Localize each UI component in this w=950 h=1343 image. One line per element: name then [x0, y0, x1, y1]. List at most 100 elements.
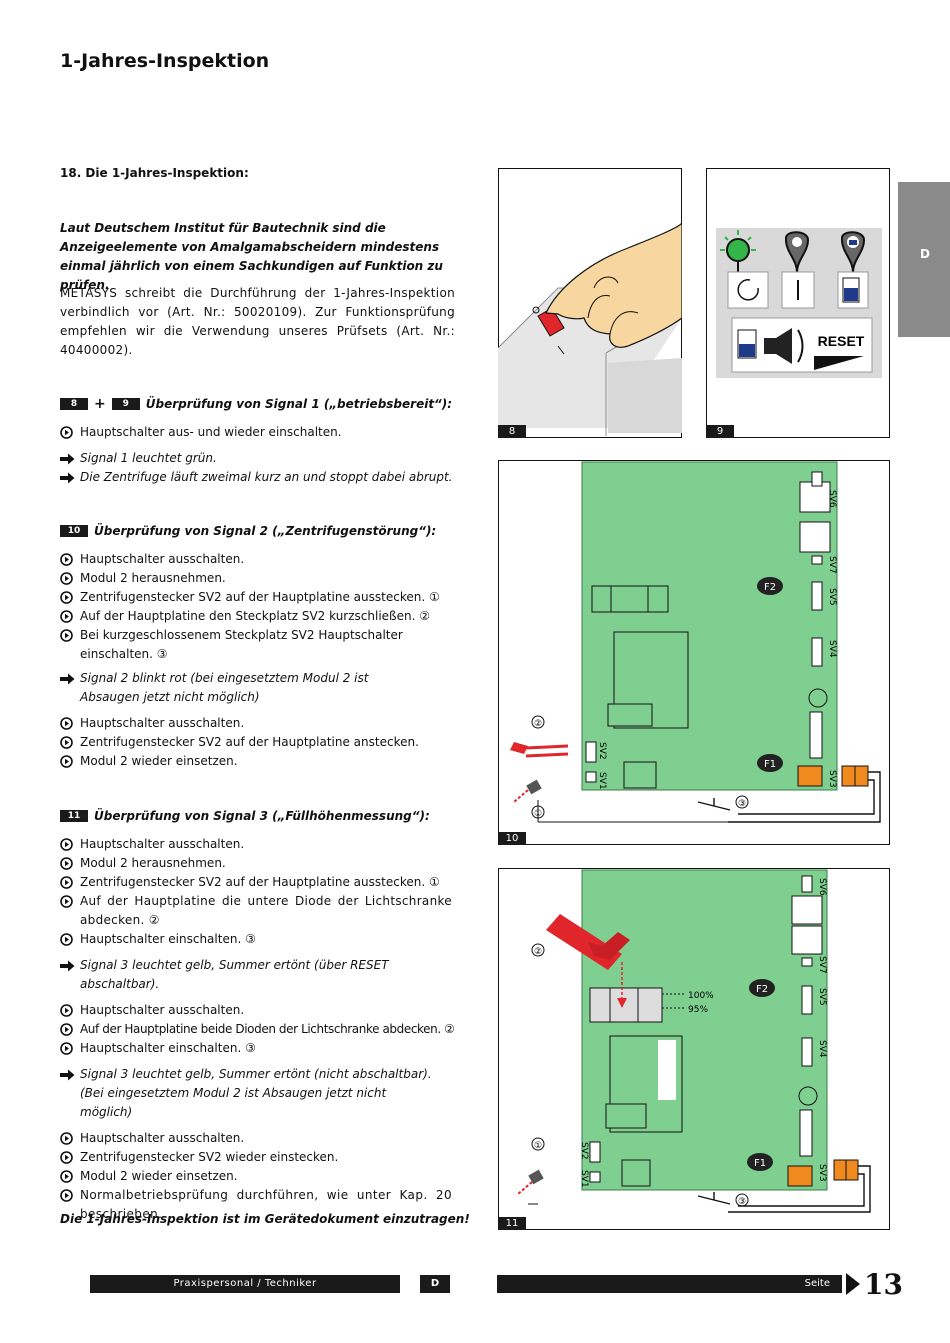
svg-text:SV1: SV1 [579, 1170, 589, 1188]
step-icon [60, 626, 80, 645]
intro-text: Laut Deutschem Institut für Bautechnik s… [60, 221, 443, 292]
list-item: Modul 2 wieder einsetzen. [60, 1167, 455, 1186]
check3-list: Hauptschalter ausschalten. Modul 2 herau… [60, 835, 455, 1224]
svg-text:SV5: SV5 [817, 988, 827, 1006]
figure-tag: 11 [498, 1217, 526, 1230]
svg-text:SV3: SV3 [827, 770, 837, 788]
list-item: Hauptschalter ausschalten. [60, 1001, 455, 1020]
list-item: Zentrifugenstecker SV2 auf der Hauptplat… [60, 588, 455, 607]
svg-text:100%: 100% [688, 991, 714, 1001]
step-icon [60, 1129, 80, 1148]
list-item: Auf der Hauptplatine beide Dioden der Li… [60, 1020, 455, 1039]
svg-text:②: ② [534, 719, 542, 729]
hand-pressing-switch-illustration [498, 168, 682, 438]
figure-ref-tag: 9 [111, 398, 140, 410]
figure-9-panel: RESET 9 [706, 168, 890, 438]
section-heading: 18. Die 1-Jahres-Inspektion: [60, 166, 249, 180]
list-item: Zentrifugenstecker SV2 auf der Hauptplat… [60, 733, 455, 752]
step-icon [60, 1186, 80, 1205]
figure-tag: 10 [498, 832, 526, 845]
step-icon [60, 569, 80, 588]
svg-text:①: ① [534, 1141, 542, 1151]
list-item: Hauptschalter aus- und wieder einschalte… [60, 423, 455, 442]
step-icon [60, 1167, 80, 1186]
result-arrow-icon [60, 449, 80, 468]
check1-heading: 8 + 9 Überprüfung von Signal 1 („betrieb… [60, 396, 452, 412]
svg-text:F1: F1 [754, 1158, 766, 1169]
list-item: Auf der Hauptplatine die untere Diode de… [60, 892, 455, 930]
svg-text:SV7: SV7 [817, 956, 827, 974]
language-tab: D [898, 182, 950, 337]
check1-title: Überprüfung von Signal 1 („betriebsberei… [145, 397, 453, 411]
step-icon [60, 1148, 80, 1167]
svg-text:F2: F2 [764, 582, 776, 593]
result-arrow-icon [60, 468, 80, 487]
check2-title: Überprüfung von Signal 2 („Zentrifugenst… [94, 524, 437, 538]
circuit-board-signal3-illustration: 100% 95% SV6 SV7 SV5 SV4 SV3 SV2 SV1 F2 … [498, 868, 890, 1230]
svg-text:SV4: SV4 [817, 1040, 827, 1058]
circuit-board-signal2-illustration: SV6 SV7 SV5 SV4 SV3 SV2 SV1 F2 F1 ② ① ③ [498, 460, 890, 845]
svg-text:SV2: SV2 [579, 1142, 589, 1160]
step-icon [60, 423, 80, 442]
check2-heading: 10 Überprüfung von Signal 2 („Zentrifuge… [60, 524, 436, 538]
list-item: Bei kurzgeschlossenem Steckplatz SV2 Hau… [60, 626, 455, 664]
svg-text:①: ① [534, 809, 542, 819]
step-icon [60, 714, 80, 733]
svg-text:③: ③ [738, 799, 746, 809]
list-item: Hauptschalter ausschalten. [60, 835, 455, 854]
list-item: Zentrifugenstecker SV2 wieder einstecken… [60, 1148, 455, 1167]
list-item: Zentrifugenstecker SV2 auf der Hauptplat… [60, 873, 455, 892]
step-icon [60, 835, 80, 854]
result-arrow-icon [60, 669, 80, 688]
plus-sign: + [94, 396, 106, 412]
step-icon [60, 854, 80, 873]
list-item: Signal 2 blinkt rot (bei eingesetztem Mo… [60, 669, 455, 707]
reset-label: RESET [818, 333, 865, 349]
list-item: Signal 3 leuchtet gelb, Summer ertönt (n… [60, 1065, 455, 1122]
svg-text:SV7: SV7 [827, 556, 837, 574]
svg-text:F2: F2 [756, 984, 768, 995]
step-icon [60, 930, 80, 949]
step-icon [60, 733, 80, 752]
svg-text:F1: F1 [764, 759, 776, 770]
step-icon [60, 607, 80, 626]
step-icon [60, 892, 80, 911]
figure-ref-tag: 11 [60, 810, 88, 822]
svg-text:SV4: SV4 [827, 640, 837, 658]
step-icon [60, 550, 80, 569]
list-item: Modul 2 herausnehmen. [60, 569, 455, 588]
step-icon [60, 873, 80, 892]
list-item: Hauptschalter ausschalten. [60, 1129, 455, 1148]
result-arrow-icon [60, 956, 80, 975]
closing-note: Die 1-Jahres-Inspektion ist im Gerätedok… [60, 1212, 470, 1226]
list-item: Normalbetriebsprüfung durchführen, wie u… [60, 1186, 455, 1224]
footer-page-label: Seite [497, 1275, 842, 1293]
check2-list: Hauptschalter ausschalten. Modul 2 herau… [60, 550, 455, 771]
instruction-paragraph: METASYS schreibt die Durchführung der 1-… [60, 286, 455, 357]
signal-panel-illustration: RESET [706, 168, 890, 438]
figure-10-board: SV6 SV7 SV5 SV4 SV3 SV2 SV1 F2 F1 ② ① ③ … [498, 460, 890, 845]
step-icon [60, 1020, 80, 1039]
step-icon [60, 1001, 80, 1020]
figure-ref-tag: 10 [60, 525, 88, 537]
figure-11-board: 100% 95% SV6 SV7 SV5 SV4 SV3 SV2 SV1 F2 … [498, 868, 890, 1230]
svg-text:SV2: SV2 [597, 742, 607, 760]
footer-language: D [420, 1275, 450, 1293]
result-arrow-icon [60, 1065, 80, 1084]
figure-tag: 8 [498, 425, 526, 438]
list-item: Die Zentrifuge läuft zweimal kurz an und… [60, 468, 455, 487]
svg-text:SV6: SV6 [827, 490, 837, 508]
svg-text:SV1: SV1 [597, 772, 607, 790]
list-item: Hauptschalter einschalten. ③ [60, 1039, 455, 1058]
svg-text:②: ② [534, 947, 542, 957]
svg-text:③: ③ [738, 1197, 746, 1207]
page-title: 1-Jahres-Inspektion [60, 50, 270, 72]
page-number: 13 [864, 1268, 903, 1301]
svg-text:SV5: SV5 [827, 588, 837, 606]
svg-text:SV6: SV6 [817, 878, 827, 896]
list-item: Auf der Hauptplatine den Steckplatz SV2 … [60, 607, 455, 626]
list-item: Signal 3 leuchtet gelb, Summer ertönt (ü… [60, 956, 455, 994]
check3-heading: 11 Überprüfung von Signal 3 („Füllhöhenm… [60, 809, 430, 823]
step-icon [60, 588, 80, 607]
page-arrow-icon [846, 1273, 860, 1295]
